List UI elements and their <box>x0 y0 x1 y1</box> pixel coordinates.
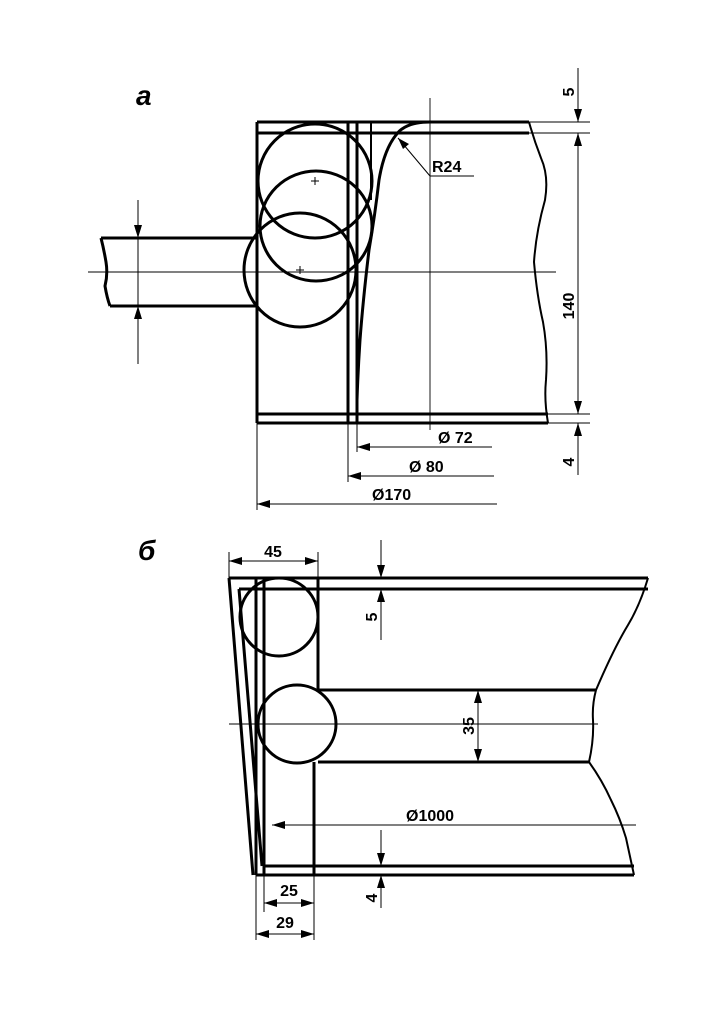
dim-a-radius: R24 <box>432 159 461 176</box>
dim-b-top-thickness: 5 <box>364 612 381 621</box>
view-b-centerlines <box>229 723 636 826</box>
dim-b-bottom-thickness: 4 <box>364 893 381 902</box>
view-a-centerlines <box>88 98 556 430</box>
dim-a-top-thickness: 5 <box>561 87 578 96</box>
circle-middle <box>258 169 374 283</box>
dim-b-width-inner: 25 <box>280 883 298 900</box>
dim-b-width-outer: 29 <box>276 915 294 932</box>
dim-a-diameter-outer: Ø170 <box>372 487 411 504</box>
dim-b-diameter: Ø1000 <box>406 808 454 825</box>
dim-a-diameter-inner: Ø 72 <box>438 430 473 447</box>
view-b-top-dim: 45 <box>228 544 319 578</box>
view-b-right-dims: 5 35 4 <box>364 540 482 908</box>
dim-b-width-top: 45 <box>264 544 282 561</box>
view-b-diameter-dim: Ø1000 <box>272 808 454 829</box>
circle-upper <box>256 122 374 240</box>
circle-b-upper <box>238 576 320 658</box>
dim-a-height: 140 <box>561 293 578 320</box>
view-a-circles <box>242 122 374 329</box>
view-b-circles <box>238 576 338 765</box>
view-a-right-dims: 5 140 4 <box>529 68 590 475</box>
circle-lower <box>242 211 358 329</box>
view-a-branch-pipe <box>99 236 256 308</box>
view-a-radius-dim: R24 <box>397 137 474 177</box>
dim-a-bottom-thickness: 4 <box>561 457 578 466</box>
view-b-main-body <box>227 576 649 877</box>
view-a: а <box>88 68 590 510</box>
dim-b-pipe-height: 35 <box>461 717 478 735</box>
view-a-main-body <box>255 120 549 425</box>
view-a-diameter-dims: Ø 72 Ø 80 Ø170 <box>256 423 497 510</box>
dim-a-diameter-mid: Ø 80 <box>409 459 444 476</box>
view-b-label: б <box>138 535 156 566</box>
view-b-bottom-dims: 25 29 <box>255 875 315 940</box>
view-b: б 45 <box>138 535 649 940</box>
view-a-left-dim <box>134 200 142 364</box>
view-a-label: а <box>136 80 152 111</box>
